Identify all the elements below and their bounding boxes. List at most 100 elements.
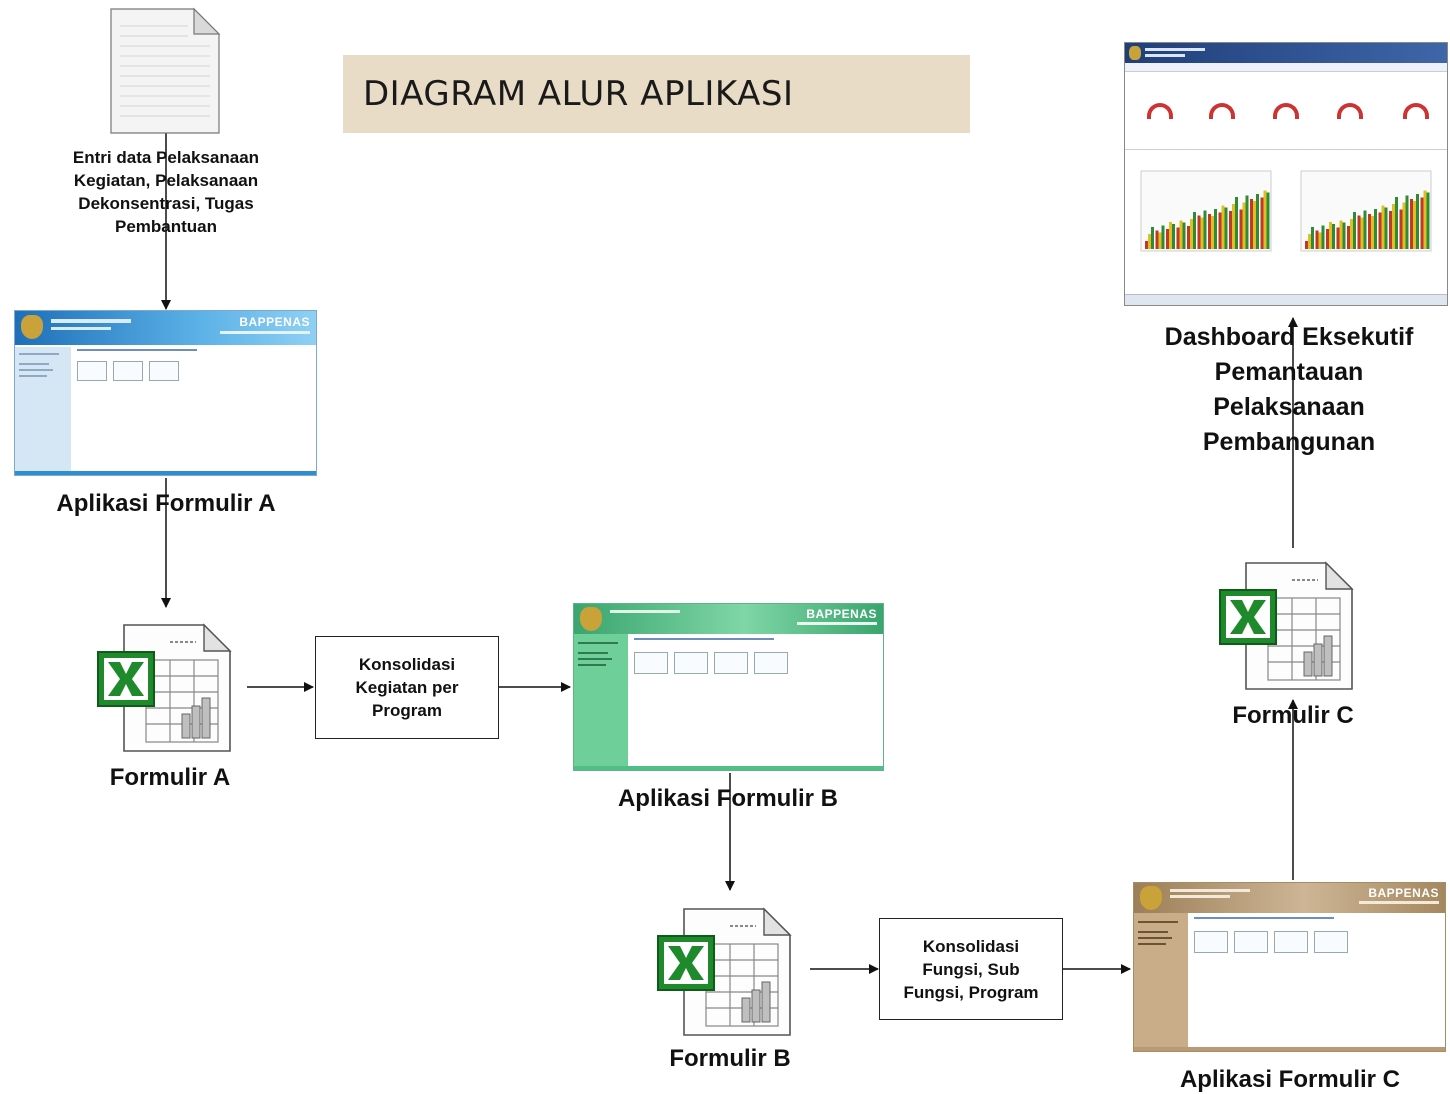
dashboard-chart-left	[1140, 170, 1272, 252]
mini-bar	[1326, 229, 1329, 249]
dashboard-line-1: Dashboard Eksekutif	[1164, 323, 1414, 351]
mini-bar	[1245, 195, 1249, 249]
mini-bar	[1253, 201, 1256, 249]
mini-bar	[1239, 209, 1243, 249]
mini-bar	[1392, 204, 1395, 249]
dashboard-line-2: Pemantauan	[1214, 358, 1364, 386]
mini-bar	[1182, 222, 1186, 249]
mini-bar	[1308, 234, 1311, 249]
entri-line-1: Entri data Pelaksanaan	[72, 148, 260, 167]
mini-bar	[1413, 201, 1416, 249]
mini-bar	[1357, 215, 1361, 249]
mini-bar	[1381, 205, 1385, 249]
mini-bar	[1399, 209, 1403, 249]
mini-bar	[1235, 197, 1238, 249]
dashboard-line-4: Pembangunan	[1202, 428, 1376, 456]
app-a-logo	[21, 315, 43, 339]
app-b-banner: BAPPENAS	[574, 604, 883, 634]
mini-bar	[1315, 230, 1319, 249]
konsolidasi-2-box: Konsolidasi Fungsi, Sub Fungsi, Program	[879, 918, 1063, 1020]
app-c-brand: BAPPENAS	[1368, 886, 1439, 900]
app-b-caption: Aplikasi Formulir B	[617, 785, 839, 812]
mini-bar	[1203, 210, 1207, 249]
app-a-banner: BAPPENAS	[15, 311, 316, 345]
app-c-sidebar	[1134, 913, 1188, 1051]
app-a-main	[73, 347, 316, 475]
mini-bar	[1389, 211, 1392, 249]
mini-bar	[1368, 214, 1371, 249]
excel-icon	[1219, 561, 1354, 690]
mini-bar	[1166, 229, 1169, 249]
mini-bar	[1426, 192, 1430, 249]
konsolidasi-2-line-2: Fungsi, Sub	[922, 959, 1020, 979]
dashboard-caption: Dashboard Eksekutif Pemantauan Pelaksana…	[1130, 320, 1448, 460]
document-icon	[110, 7, 221, 134]
mini-bar	[1221, 205, 1225, 249]
mini-bar	[1224, 207, 1228, 249]
mini-bar	[1260, 197, 1264, 249]
app-c-banner: BAPPENAS	[1134, 883, 1445, 913]
entri-line-3: Dekonsentrasi, Tugas	[78, 194, 254, 213]
mini-bar	[1256, 194, 1259, 249]
mini-bar	[1145, 241, 1148, 249]
mini-bar	[1347, 226, 1350, 249]
mini-bar	[1193, 212, 1196, 249]
app-c-logo	[1140, 886, 1162, 910]
mini-bar	[1395, 197, 1398, 249]
konsolidasi-1-line-2: Kegiatan per	[355, 678, 459, 697]
mini-bar	[1423, 190, 1427, 249]
konsolidasi-2-line-3: Fungsi, Program	[903, 982, 1039, 1002]
mini-bar	[1200, 217, 1204, 249]
app-c-main	[1190, 913, 1445, 1047]
mini-bar	[1318, 232, 1322, 249]
mini-bar	[1187, 226, 1190, 249]
mini-bar	[1242, 202, 1246, 249]
mini-bar	[1197, 215, 1201, 249]
mini-bar	[1208, 214, 1211, 249]
mini-bar	[1311, 227, 1314, 249]
mini-bar	[1190, 219, 1193, 249]
app-b-logo	[580, 607, 602, 631]
app-a-screenshot: BAPPENAS	[14, 310, 317, 476]
excel-icon	[97, 623, 232, 752]
mini-bar	[1378, 212, 1382, 249]
dashboard-chart-right	[1300, 170, 1432, 252]
mini-bar	[1169, 222, 1172, 249]
mini-bar	[1405, 195, 1409, 249]
konsolidasi-1-box: Konsolidasi Kegiatan per Program	[315, 636, 499, 739]
mini-bar	[1176, 227, 1180, 249]
mini-bar	[1155, 230, 1159, 249]
mini-bar	[1402, 202, 1406, 249]
dashboard-line-3: Pelaksanaan	[1213, 393, 1365, 421]
mini-bar	[1151, 227, 1154, 249]
mini-bar	[1329, 222, 1332, 249]
entri-line-2: Kegiatan, Pelaksanaan	[73, 171, 259, 190]
dashboard-screenshot	[1124, 42, 1448, 306]
excel-icon	[657, 907, 792, 1036]
form-b-caption: Formulir B	[669, 1045, 791, 1072]
form-a-caption: Formulir A	[109, 764, 231, 791]
dashboard-gauges	[1125, 73, 1447, 150]
konsolidasi-1-line-1: Konsolidasi	[358, 655, 456, 674]
app-c-caption: Aplikasi Formulir C	[1179, 1066, 1401, 1093]
mini-bar	[1179, 220, 1183, 249]
mini-bar	[1218, 212, 1222, 249]
mini-bar	[1410, 199, 1413, 249]
app-b-brand: BAPPENAS	[806, 607, 877, 621]
mini-bar	[1339, 220, 1343, 249]
mini-bar	[1384, 207, 1388, 249]
app-b-screenshot: BAPPENAS	[573, 603, 884, 771]
mini-bar	[1263, 190, 1267, 249]
mini-bar	[1232, 204, 1235, 249]
entri-line-4: Pembantuan	[114, 217, 218, 236]
mini-bar	[1161, 225, 1165, 249]
diagram-title: DIAGRAM ALUR APLIKASI	[343, 55, 970, 133]
mini-bar	[1321, 225, 1325, 249]
app-a-brand: BAPPENAS	[239, 315, 310, 329]
mini-bar	[1332, 224, 1335, 249]
app-b-main	[630, 634, 883, 766]
mini-bar	[1353, 212, 1356, 249]
mini-bar	[1350, 219, 1353, 249]
mini-bar	[1360, 217, 1364, 249]
